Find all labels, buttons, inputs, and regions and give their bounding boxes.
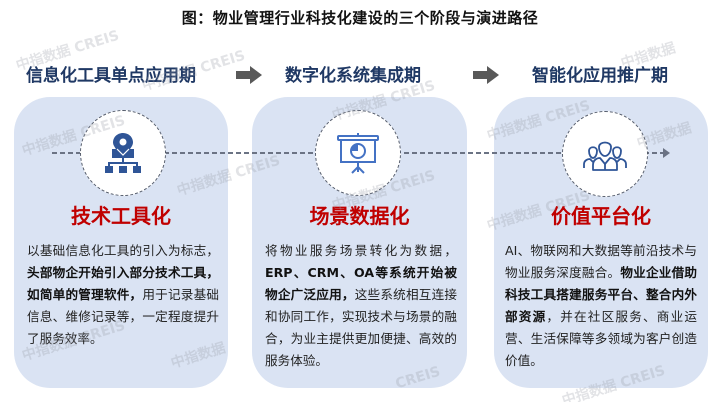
stage-icon-circle-3: [562, 111, 648, 197]
description-text: 将物业服务场景转化为数据，: [265, 243, 457, 258]
card-description-2: 将物业服务场景转化为数据， ERP、CRM、OA等系统开始被物企广泛应用，这些系统…: [265, 240, 457, 372]
stage-heading-1: 信息化工具单点应用期: [26, 66, 196, 86]
stage-heading-2: 数字化系统集成期: [285, 66, 421, 86]
card-title-3: 价值平台化: [551, 204, 651, 228]
description-text: 以基础信息化工具的引入为标志，: [27, 243, 219, 258]
description-highlight: 头部物企开始引入部分技术工具，如简单的管理软件，: [27, 265, 219, 302]
description-text: AI、物联网和大数据等前沿技术与物业服务深度融合。: [505, 243, 697, 280]
card-title-2: 场景数据化: [309, 204, 410, 228]
timeline-arrowhead-icon: [663, 148, 670, 158]
description-highlight: ERP、CRM、OA等系统开始被物企广泛应用，: [265, 265, 457, 302]
figure-title: 图：物业管理行业科技化建设的三个阶段与演进路径: [181, 9, 539, 27]
stage-heading-3: 智能化应用推广期: [532, 66, 668, 86]
card-description-3: AI、物联网和大数据等前沿技术与物业服务深度融合。物业企业借助科技工具搭建服务平…: [505, 240, 697, 372]
presentation-chart-icon: [337, 133, 379, 174]
stage-icon-circle-2: [315, 110, 401, 196]
stage-icon-circle-1: [80, 110, 166, 196]
description-text: 用于记录基础信息、维修记录等，一定程度提升了服务效率。: [27, 287, 220, 346]
hierarchy-location-icon: [105, 133, 141, 173]
description-text: 这些系统相互连接和协同工作，实现技术与场景的融合，为业主提供更加便捷、高效的服务…: [265, 287, 458, 368]
description-text: ，并在社区服务、商业运营、生活保障等多领域为客户创造价值。: [505, 309, 698, 368]
description-highlight: 物业企业借助科技工具搭建服务平台、整合内外部资源: [505, 265, 698, 324]
right-arrow-icon: [236, 66, 262, 84]
right-arrow-icon: [473, 66, 499, 84]
card-description-1: 以基础信息化工具的引入为标志， 头部物企开始引入部分技术工具，如简单的管理软件，用…: [27, 240, 219, 350]
user-group-icon: [583, 141, 627, 171]
card-title-1: 技术工具化: [71, 204, 171, 228]
